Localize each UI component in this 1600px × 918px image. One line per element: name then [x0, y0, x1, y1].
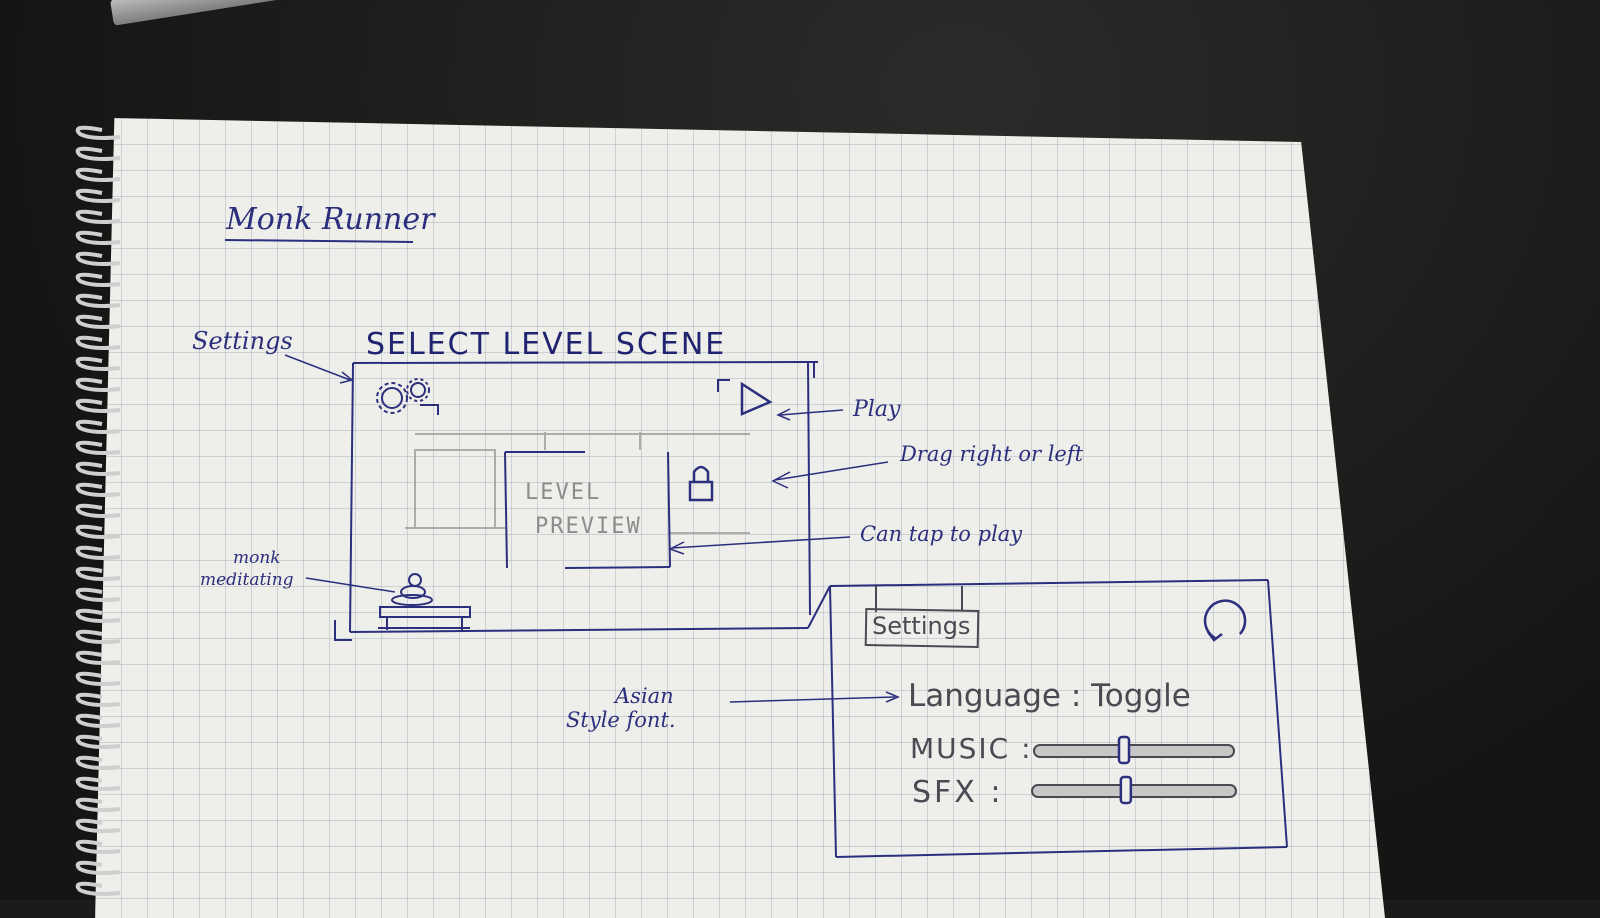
settings-tab[interactable]: [864, 586, 980, 648]
annotation-play: Play: [853, 397, 901, 422]
carousel-pencil-lines: [405, 432, 750, 534]
spiral-binding: [75, 125, 121, 896]
play-icon[interactable]: [740, 381, 773, 416]
monk-figure-icon: [378, 573, 471, 630]
music-slider[interactable]: [1033, 735, 1235, 765]
preview-label-line1: LEVEL: [525, 480, 602, 505]
sfx-slider[interactable]: [1031, 775, 1237, 805]
annotation-tap: Can tap to play: [860, 522, 1023, 546]
annotation-monk-line2: meditating: [200, 570, 294, 590]
preview-label-line2: PREVIEW: [535, 514, 642, 539]
annotation-arrows: [284, 354, 900, 703]
gear-icon[interactable]: [376, 378, 430, 414]
level-scene-frame: [334, 361, 831, 641]
annotation-settings: Settings: [192, 327, 293, 355]
annotation-font-line1: Asian: [615, 684, 674, 708]
sfx-label: SFX :: [912, 775, 1004, 810]
level-preview-box[interactable]: [504, 451, 671, 569]
scene-heading: SELECT LEVEL SCENE: [366, 327, 727, 362]
title-underline: [224, 239, 414, 243]
music-label: MUSIC :: [910, 732, 1033, 765]
lock-icon: [688, 465, 714, 502]
annotation-monk-line1: monk: [233, 548, 281, 568]
settings-tab-label: Settings: [872, 612, 971, 640]
page-title: Monk Runner: [226, 202, 435, 237]
settings-panel-frame: [829, 579, 1288, 858]
annotation-font-line2: Style font.: [566, 708, 676, 732]
annotation-drag: Drag right or left: [900, 442, 1084, 466]
refresh-icon[interactable]: [1203, 599, 1247, 642]
language-toggle-label[interactable]: Language : Toggle: [908, 678, 1191, 714]
